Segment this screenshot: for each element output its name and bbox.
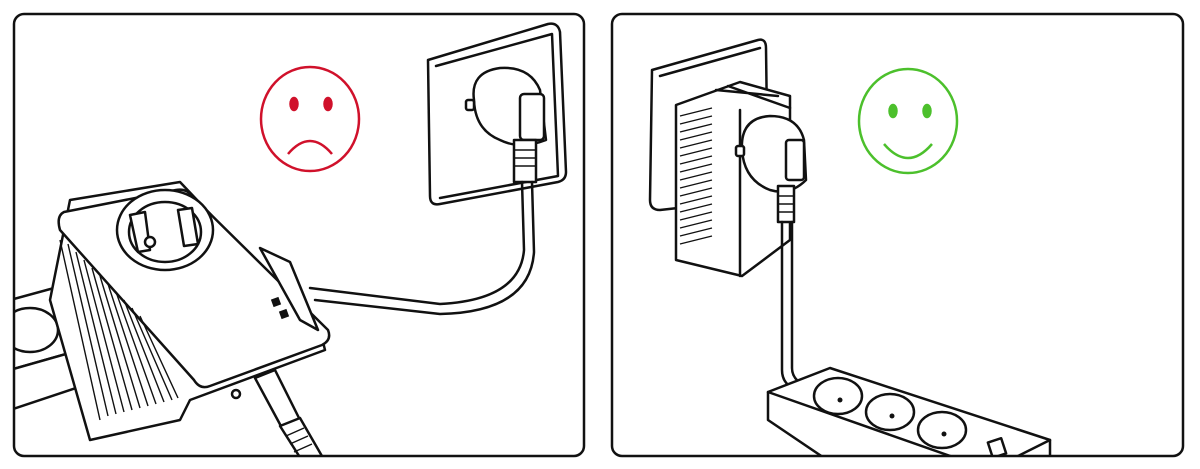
sad-face-icon (259, 65, 361, 173)
powerline-adapter (48, 180, 331, 442)
panel-right (610, 12, 1185, 458)
panel-frame (610, 12, 1185, 458)
panel-frame (12, 12, 586, 458)
power-strip (766, 366, 1052, 456)
smiley-face-icon (857, 67, 959, 175)
pass-through-plug (734, 114, 808, 224)
panel-wrong (12, 12, 586, 458)
cable (308, 180, 526, 306)
ethernet-cable (253, 368, 332, 456)
wall-plug (464, 66, 548, 184)
cable (780, 220, 798, 392)
